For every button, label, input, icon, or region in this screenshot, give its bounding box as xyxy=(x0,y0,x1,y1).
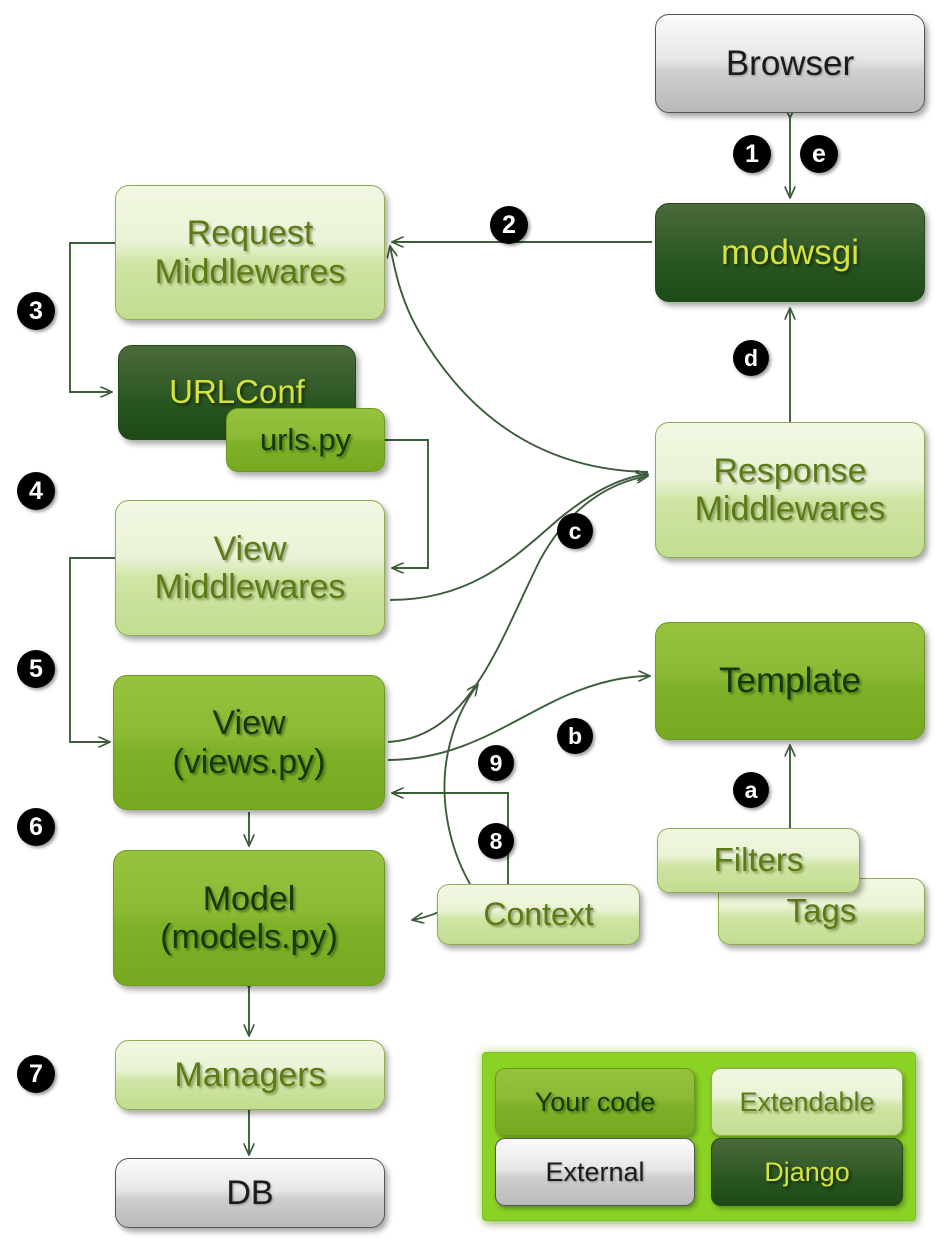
badge-step-c: c xyxy=(557,513,593,549)
badge-step-e: e xyxy=(800,135,838,173)
badge-step-7-label: 7 xyxy=(29,1059,43,1088)
node-modwsgi-label: modwsgi xyxy=(720,232,860,272)
node-filters[interactable]: Filters xyxy=(657,828,860,893)
edge-urlspy-view-mw xyxy=(385,439,429,568)
badge-step-1-label: 1 xyxy=(745,139,759,168)
badge-step-e-label: e xyxy=(812,139,826,168)
legend-item-your-code[interactable]: Your code xyxy=(495,1068,695,1136)
edge-view-response-mw xyxy=(387,476,648,743)
legend-item-external-label: External xyxy=(545,1156,645,1187)
badge-step-9: 9 xyxy=(478,745,514,781)
badge-step-2: 2 xyxy=(490,206,528,244)
edge-context-model xyxy=(443,684,478,885)
node-context[interactable]: Context xyxy=(437,884,640,945)
badge-step-c-label: c xyxy=(568,517,582,544)
legend-item-external[interactable]: External xyxy=(495,1138,695,1206)
legend-item-your-code-label: Your code xyxy=(534,1086,656,1117)
badge-step-5: 5 xyxy=(17,650,55,688)
node-response-middlewares-label: Response Middlewares xyxy=(694,451,886,528)
node-tags-label: Tags xyxy=(786,892,857,930)
node-model[interactable]: Model (models.py) xyxy=(113,850,385,986)
edge-request-mw-urlconf xyxy=(69,242,115,392)
badge-step-d-label: d xyxy=(743,344,759,371)
node-request-middlewares[interactable]: Request Middlewares xyxy=(115,185,385,320)
node-template[interactable]: Template xyxy=(655,622,925,740)
badge-step-2-label: 2 xyxy=(502,210,516,239)
node-browser[interactable]: Browser xyxy=(655,14,925,113)
node-view-middlewares-label: View Middlewares xyxy=(154,529,346,606)
badge-step-3: 3 xyxy=(17,292,55,330)
edge-view-mw-response-mw xyxy=(389,474,648,601)
legend-item-django-label: Django xyxy=(764,1156,850,1187)
badge-step-a-label: a xyxy=(744,776,758,803)
badge-step-8-label: 8 xyxy=(489,827,503,854)
node-urls-py-label: urls.py xyxy=(259,421,352,457)
node-urlconf-label: URLConf xyxy=(169,373,305,411)
node-template-label: Template xyxy=(718,661,862,701)
node-managers[interactable]: Managers xyxy=(115,1040,385,1110)
edge-response-mw-request-mw xyxy=(390,246,649,473)
badge-step-5-label: 5 xyxy=(29,654,43,683)
node-request-middlewares-label: Request Middlewares xyxy=(154,214,346,291)
node-managers-label: Managers xyxy=(174,1055,326,1094)
node-db-label: DB xyxy=(226,1173,274,1212)
node-browser-label: Browser xyxy=(725,43,855,83)
legend-item-extendable-label: Extendable xyxy=(739,1086,875,1117)
badge-step-7: 7 xyxy=(17,1055,55,1093)
node-view[interactable]: View (views.py) xyxy=(113,675,385,810)
badge-step-6-label: 6 xyxy=(29,812,43,841)
badge-step-d: d xyxy=(733,340,769,376)
node-modwsgi[interactable]: modwsgi xyxy=(655,203,925,302)
badge-step-6: 6 xyxy=(17,808,55,846)
badge-step-b: b xyxy=(557,718,593,754)
node-view-middlewares[interactable]: View Middlewares xyxy=(115,500,385,636)
legend-panel: Your code Extendable External Django xyxy=(482,1052,916,1221)
node-view-label: View (views.py) xyxy=(172,704,326,781)
node-urls-py[interactable]: urls.py xyxy=(226,408,385,472)
node-context-label: Context xyxy=(483,895,594,932)
badge-step-1: 1 xyxy=(733,135,771,173)
badge-step-4-label: 4 xyxy=(29,476,43,505)
badge-step-8: 8 xyxy=(478,823,514,859)
badge-step-4: 4 xyxy=(17,472,55,510)
badge-step-9-label: 9 xyxy=(489,749,503,776)
badge-step-3-label: 3 xyxy=(29,296,43,325)
node-db[interactable]: DB xyxy=(115,1158,385,1228)
badge-step-b-label: b xyxy=(567,722,583,749)
edge-view-template xyxy=(387,676,650,761)
node-filters-label: Filters xyxy=(713,841,804,879)
legend-item-extendable[interactable]: Extendable xyxy=(711,1068,903,1136)
legend-item-django[interactable]: Django xyxy=(711,1138,903,1206)
node-response-middlewares[interactable]: Response Middlewares xyxy=(655,422,925,558)
node-model-label: Model (models.py) xyxy=(160,879,338,956)
edge-view-mw-view xyxy=(69,557,115,742)
badge-step-a: a xyxy=(733,772,769,808)
